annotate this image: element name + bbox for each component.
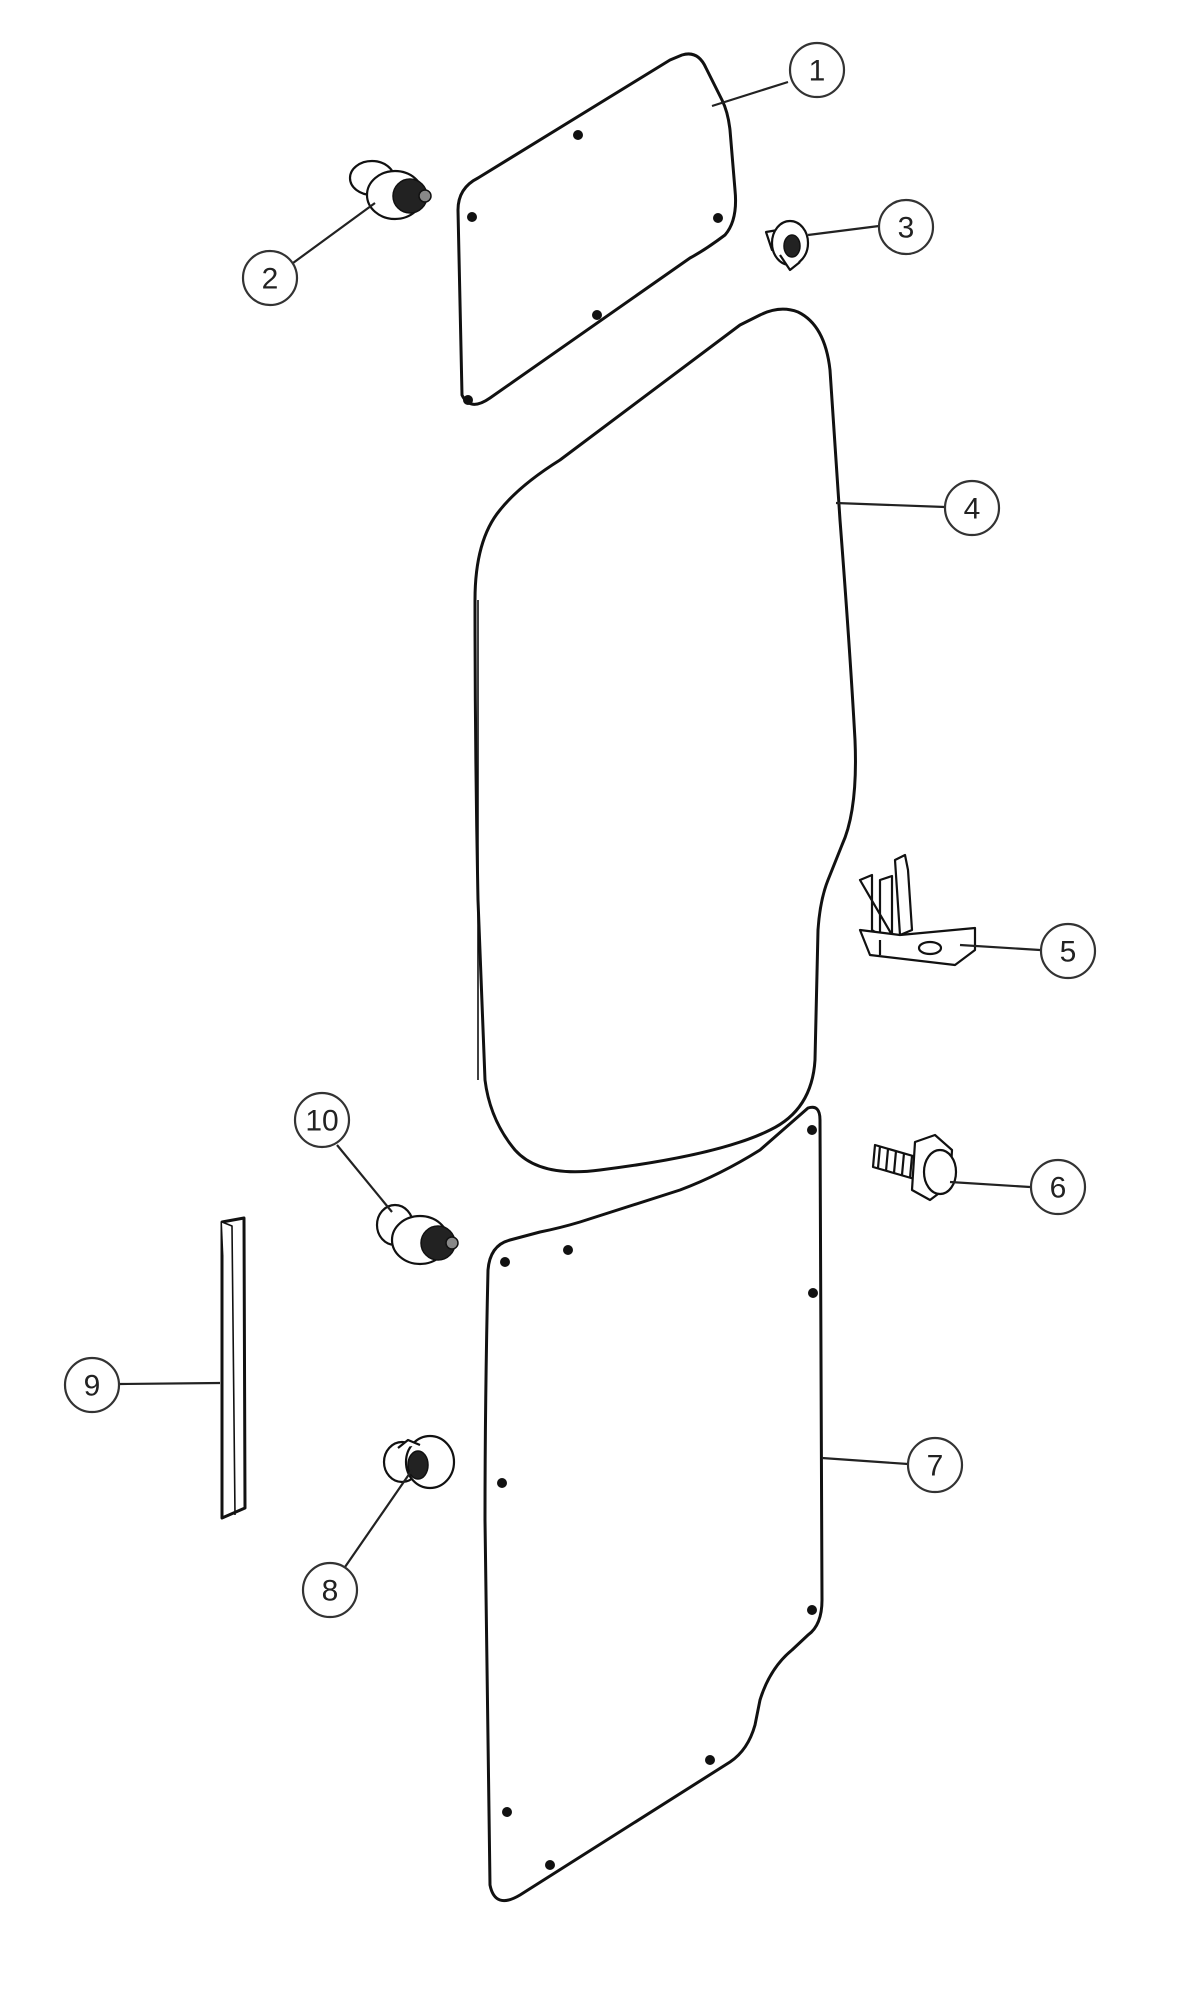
callout-number: 5 [1060, 936, 1077, 969]
callout-number: 8 [322, 1575, 339, 1608]
leader-6 [949, 1180, 1031, 1189]
callout-number: 4 [964, 493, 981, 526]
callout-number: 6 [1050, 1172, 1067, 1205]
part-1-upper-panel [456, 52, 737, 406]
part-6-hex-bolt [871, 1133, 958, 1202]
part-4-window-glass [473, 307, 857, 1174]
callout-5: 5 [1039, 922, 1097, 980]
leader-4 [835, 501, 946, 509]
callout-number: 3 [898, 212, 915, 245]
part-7-lower-panel [483, 1105, 824, 1903]
part-8-fastener [382, 1434, 456, 1490]
callout-number: 1 [809, 55, 826, 88]
callout-2: 2 [241, 249, 299, 307]
callout-10: 10 [293, 1091, 351, 1149]
callout-8: 8 [301, 1561, 359, 1619]
part-5-bracket [858, 853, 977, 967]
part-10-fastener [375, 1203, 459, 1266]
callout-3: 3 [877, 198, 935, 256]
leader-3 [807, 224, 880, 237]
callout-9: 9 [63, 1356, 121, 1414]
part-2-fastener [348, 159, 432, 221]
leader-1 [711, 80, 789, 108]
callout-1: 1 [788, 41, 846, 99]
leader-9 [119, 1381, 221, 1386]
callout-number: 10 [305, 1105, 338, 1138]
leader-8 [344, 1469, 413, 1568]
leader-10 [336, 1144, 393, 1213]
part-9-strip [220, 1216, 247, 1520]
leader-7 [821, 1456, 909, 1466]
part-3-clip [764, 219, 810, 272]
callout-7: 7 [906, 1436, 964, 1494]
callout-number: 9 [84, 1370, 101, 1403]
callout-6: 6 [1029, 1158, 1087, 1216]
callout-4: 4 [943, 479, 1001, 537]
callout-number: 2 [262, 263, 279, 296]
leader-2 [292, 202, 376, 264]
callout-number: 7 [927, 1450, 944, 1483]
leader-5 [959, 943, 1041, 952]
